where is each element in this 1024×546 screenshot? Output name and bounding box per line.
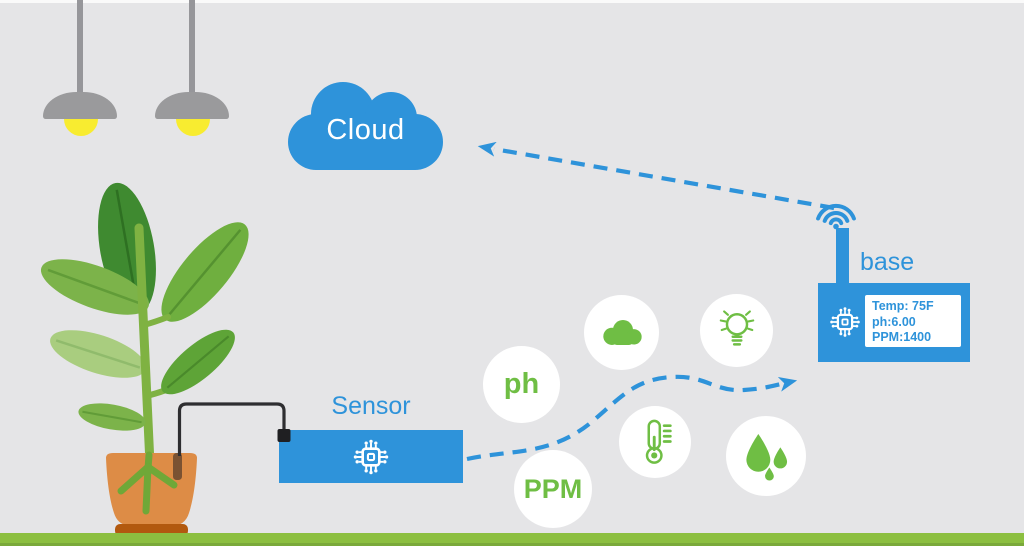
water-drops-icon bbox=[746, 434, 788, 481]
readout-temp: Temp: 75F bbox=[872, 299, 934, 313]
plant-leaf-light bbox=[50, 330, 146, 378]
base-box: Temp: 75F ph:6.00 PPM:1400 bbox=[818, 283, 970, 362]
thermometer-icon bbox=[645, 419, 672, 464]
cloud-icon bbox=[602, 320, 642, 345]
cloud-icon bbox=[288, 82, 443, 170]
bubble-ph: ph bbox=[483, 346, 560, 423]
plant-leaf-right-low bbox=[161, 329, 235, 395]
plant-leaf-right-top bbox=[161, 222, 249, 322]
plant-leaf-small bbox=[78, 403, 146, 431]
plant-stem bbox=[134, 223, 155, 469]
lamp-shade bbox=[155, 92, 229, 119]
lightbulb-icon bbox=[719, 309, 754, 346]
cloud-label: Cloud bbox=[326, 114, 405, 146]
plant-illustration bbox=[40, 182, 249, 536]
top-strip bbox=[0, 0, 1024, 3]
lamp-shade bbox=[43, 92, 117, 119]
grow-lamp-left bbox=[43, 0, 117, 140]
wifi-icon bbox=[816, 203, 856, 230]
plant-roots bbox=[117, 451, 178, 515]
ppm-label: PPM bbox=[523, 473, 583, 504]
sensor-box bbox=[279, 430, 463, 483]
base-antenna bbox=[836, 228, 849, 285]
plant-leaf-left-mid bbox=[40, 259, 150, 315]
ground-strip bbox=[0, 533, 1024, 546]
readout-ph: ph:6.00 bbox=[872, 314, 916, 329]
base-screen: Temp: 75F ph:6.00 PPM:1400 bbox=[865, 295, 961, 347]
chip-icon bbox=[352, 437, 390, 476]
soil-probe bbox=[173, 453, 182, 480]
arrow-base-to-cloud bbox=[477, 141, 835, 211]
readout-ppm: PPM:1400 bbox=[872, 330, 932, 344]
ph-label: ph bbox=[503, 368, 540, 400]
bubble-temperature bbox=[619, 406, 691, 478]
bubble-air bbox=[584, 295, 659, 370]
bubble-moisture bbox=[726, 416, 806, 496]
cloud-node: Cloud bbox=[288, 78, 443, 170]
sensor-label: Sensor bbox=[331, 392, 411, 420]
bubble-ppm: PPM bbox=[514, 450, 592, 528]
grow-lamp-right bbox=[155, 0, 229, 140]
base-label: base bbox=[860, 248, 915, 276]
lamp-rod bbox=[189, 0, 195, 98]
bubble-light bbox=[700, 294, 773, 367]
chip-icon bbox=[829, 306, 861, 338]
lamp-rod bbox=[77, 0, 83, 98]
